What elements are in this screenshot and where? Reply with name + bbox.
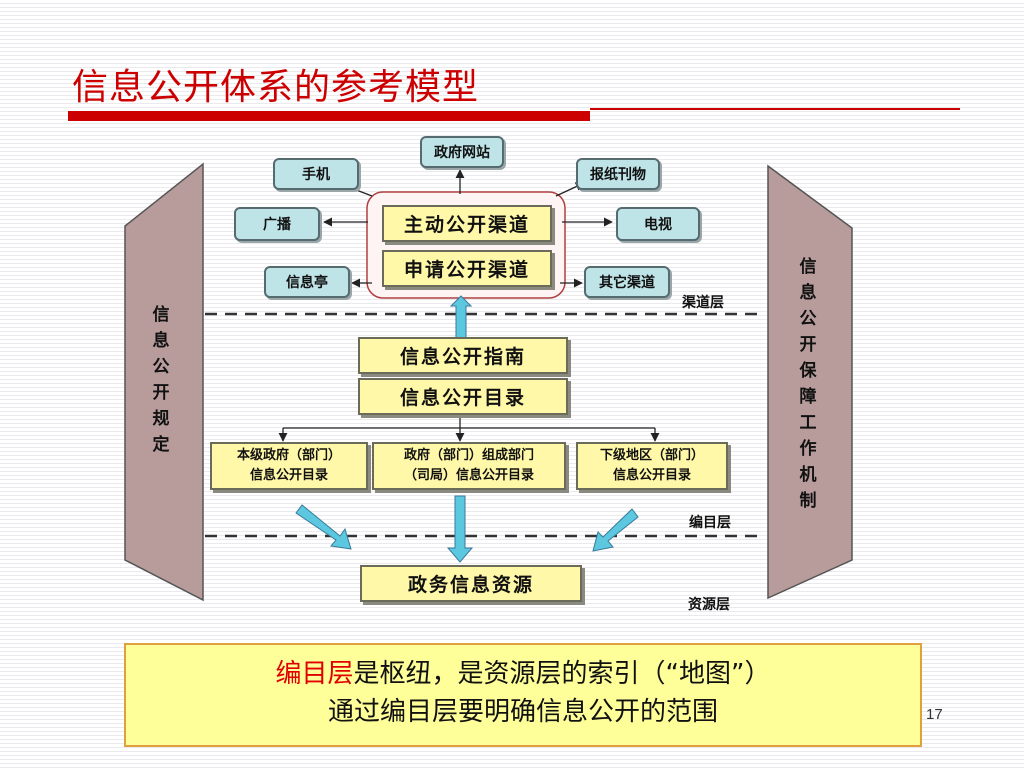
- channel-gov-website: 政府网站: [420, 136, 504, 168]
- channel-phone: 手机: [273, 158, 359, 190]
- guide-box: 信息公开指南: [358, 337, 568, 374]
- resource-box: 政务信息资源: [360, 565, 582, 602]
- note-line1: 编目层是枢纽，是资源层的索引（“地图”）: [126, 655, 920, 693]
- note-highlight: 编目层: [275, 659, 354, 689]
- sub-catalog-lower: 下级地区（部门） 信息公开目录: [576, 442, 728, 490]
- sub-catalog-local-line2: 信息公开目录: [249, 468, 328, 483]
- proactive-channel-box: 主动公开渠道: [382, 205, 552, 242]
- right-sidebar-shape: [767, 164, 853, 600]
- sub-catalog-component-line1: 政府（部门）组成部门: [403, 448, 534, 463]
- sub-catalog-component-line2: （司局）信息公开目录: [403, 468, 534, 483]
- channel-newspaper: 报纸刊物: [576, 158, 660, 190]
- sub-catalog-component: 政府（部门）组成部门 （司局）信息公开目录: [372, 442, 566, 490]
- left-sidebar-shape: [124, 162, 204, 602]
- right-sidebar-label: 信息公开保障工作机制: [799, 257, 817, 511]
- left-sidebar-label: 信息公开规定: [152, 305, 170, 455]
- blue-arrow-right-diag: [592, 508, 639, 552]
- channel-kiosk: 信息亭: [264, 266, 350, 298]
- request-channel-box: 申请公开渠道: [382, 250, 552, 287]
- catalog-box: 信息公开目录: [358, 378, 568, 415]
- sub-catalog-local-line1: 本级政府（部门）: [236, 448, 341, 463]
- layer-label-resource: 资源层: [688, 597, 730, 613]
- note-box: 编目层是枢纽，是资源层的索引（“地图”） 通过编目层要明确信息公开的范围: [124, 643, 922, 747]
- channel-broadcast: 广播: [234, 207, 320, 241]
- blue-arrow-up: [449, 295, 473, 339]
- channel-tv: 电视: [616, 207, 700, 241]
- blue-arrow-down-center: [446, 495, 474, 563]
- note-line1-rest: 是枢纽，是资源层的索引（“地图”）: [353, 659, 771, 689]
- sub-catalog-local: 本级政府（部门） 信息公开目录: [210, 442, 368, 490]
- slide-title: 信息公开体系的参考模型: [72, 67, 480, 108]
- layer-label-channel: 渠道层: [682, 295, 724, 311]
- layer-label-catalog: 编目层: [689, 515, 731, 531]
- sub-catalog-lower-line1: 下级地区（部门）: [599, 448, 704, 463]
- title-rule: [590, 108, 960, 110]
- blue-arrow-left-diag: [295, 504, 352, 550]
- title-underline: [68, 111, 590, 121]
- sub-catalog-lower-line2: 信息公开目录: [612, 468, 691, 483]
- channel-other: 其它渠道: [584, 266, 670, 298]
- page-number: 17: [926, 706, 943, 723]
- note-line2: 通过编目层要明确信息公开的范围: [327, 697, 718, 727]
